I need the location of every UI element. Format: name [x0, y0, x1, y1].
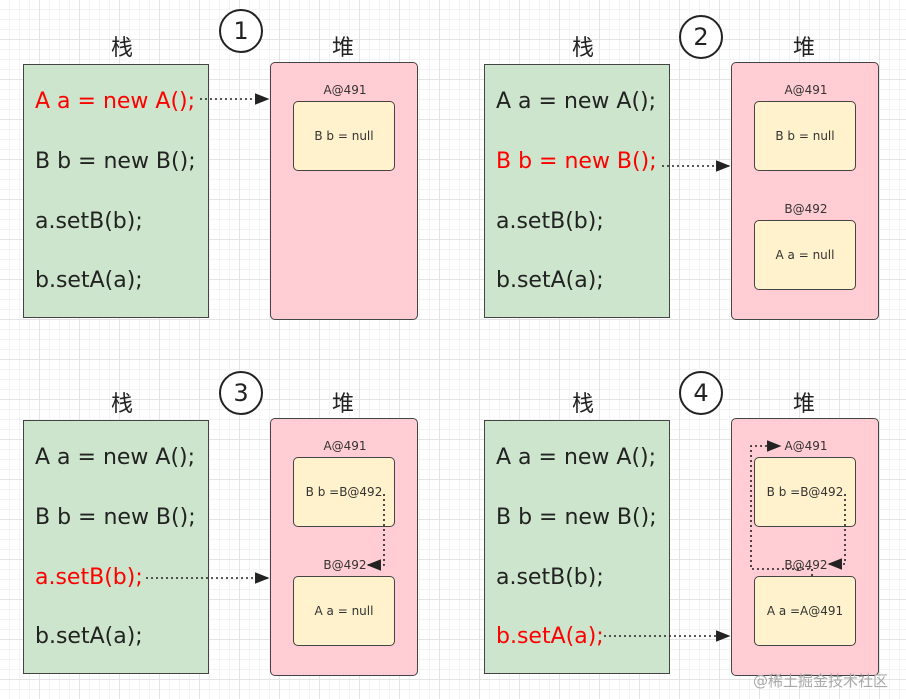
code-line-4: b.setA(a); — [496, 624, 604, 649]
object-a-label: A@491 — [784, 83, 828, 97]
object-b-label: B@492 — [784, 558, 828, 572]
code-line-4: b.setA(a); — [496, 268, 604, 293]
code-line-2: B b = new B(); — [496, 149, 657, 174]
step-number-badge: 1 — [219, 9, 263, 53]
object-a-box: B b = null — [293, 101, 395, 171]
stack-header: 栈 — [110, 392, 133, 417]
code-line-3: a.setB(b); — [35, 565, 143, 590]
stack-frame: A a = new A(); B b = new B(); a.setB(b);… — [484, 420, 670, 674]
object-b-label: B@492 — [323, 558, 367, 572]
heap-area: A@491 B b =B@492 B@492 A a =A@491 — [731, 418, 879, 676]
code-line-4: b.setA(a); — [35, 268, 143, 293]
stack-header: 栈 — [571, 36, 594, 61]
stack-frame: A a = new A(); B b = new B(); a.setB(b);… — [23, 64, 209, 318]
code-line-1: A a = new A(); — [35, 445, 196, 470]
object-b-label: B@492 — [784, 202, 828, 216]
heap-header: 堆 — [792, 36, 815, 61]
step-number-badge: 3 — [219, 371, 263, 415]
code-line-3: a.setB(b); — [35, 209, 143, 234]
heap-area: A@491 B b = null — [270, 62, 418, 320]
watermark: @稀土掘金技术社区 — [752, 672, 888, 690]
code-line-4: b.setA(a); — [35, 624, 143, 649]
object-a-box: B b = null — [754, 101, 856, 171]
code-line-1: A a = new A(); — [496, 89, 657, 114]
object-a-box: B b =B@492 — [754, 457, 856, 527]
stack-header: 栈 — [571, 392, 594, 417]
object-b-box: A a = null — [293, 576, 395, 646]
code-line-2: B b = new B(); — [496, 505, 657, 530]
heap-header: 堆 — [331, 392, 354, 417]
heap-header: 堆 — [792, 392, 815, 417]
object-b-box: A a = null — [754, 220, 856, 290]
object-a-label: A@491 — [784, 439, 828, 453]
code-line-3: a.setB(b); — [496, 565, 604, 590]
heap-header: 堆 — [331, 36, 354, 61]
step-number-badge: 2 — [679, 15, 723, 59]
object-b-box: A a =A@491 — [754, 576, 856, 646]
code-line-1: A a = new A(); — [496, 445, 657, 470]
heap-area: A@491 B b = null B@492 A a = null — [731, 62, 879, 320]
code-line-3: a.setB(b); — [496, 209, 604, 234]
code-line-2: B b = new B(); — [35, 149, 196, 174]
code-line-1: A a = new A(); — [35, 89, 196, 114]
stack-frame: A a = new A(); B b = new B(); a.setB(b);… — [484, 64, 670, 318]
object-a-box: B b =B@492 — [293, 457, 395, 527]
object-a-label: A@491 — [323, 439, 367, 453]
stack-frame: A a = new A(); B b = new B(); a.setB(b);… — [23, 420, 209, 674]
step-number-badge: 4 — [679, 371, 723, 415]
heap-area: A@491 B b =B@492 B@492 A a = null — [270, 418, 418, 676]
stack-header: 栈 — [110, 36, 133, 61]
object-a-label: A@491 — [323, 83, 367, 97]
code-line-2: B b = new B(); — [35, 505, 196, 530]
